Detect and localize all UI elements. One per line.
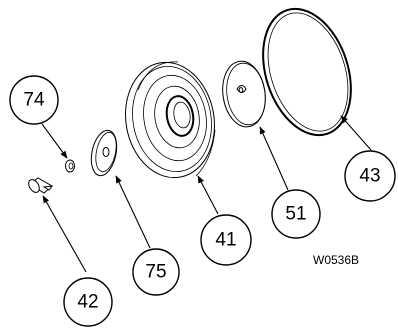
part-51-disc xyxy=(222,60,266,128)
leader-75 xyxy=(115,175,151,249)
callout-43-label: 43 xyxy=(359,166,380,187)
callout-41: 41 xyxy=(200,214,252,266)
callout-51-label: 51 xyxy=(285,204,306,225)
callout-42: 42 xyxy=(63,277,113,327)
callout-43: 43 xyxy=(344,150,396,202)
part-43-o-ring xyxy=(262,7,352,137)
callout-75-label: 75 xyxy=(145,262,166,283)
leader-51 xyxy=(259,126,289,191)
callout-75: 75 xyxy=(132,248,180,296)
callout-74: 74 xyxy=(9,75,59,125)
drawing-code: W0536B xyxy=(313,253,359,267)
callout-41-label: 41 xyxy=(215,230,236,251)
part-75-washer xyxy=(90,129,118,177)
part-74-ring xyxy=(65,159,75,173)
leader-42 xyxy=(42,195,87,273)
leader-43 xyxy=(340,115,372,151)
leader-41 xyxy=(197,175,219,215)
callout-42-label: 42 xyxy=(77,292,98,313)
callout-74-label: 74 xyxy=(23,90,45,111)
callout-51: 51 xyxy=(271,189,321,239)
part-42-screw xyxy=(28,177,54,194)
part-41-pulley xyxy=(125,61,216,179)
leader-74 xyxy=(41,123,68,159)
